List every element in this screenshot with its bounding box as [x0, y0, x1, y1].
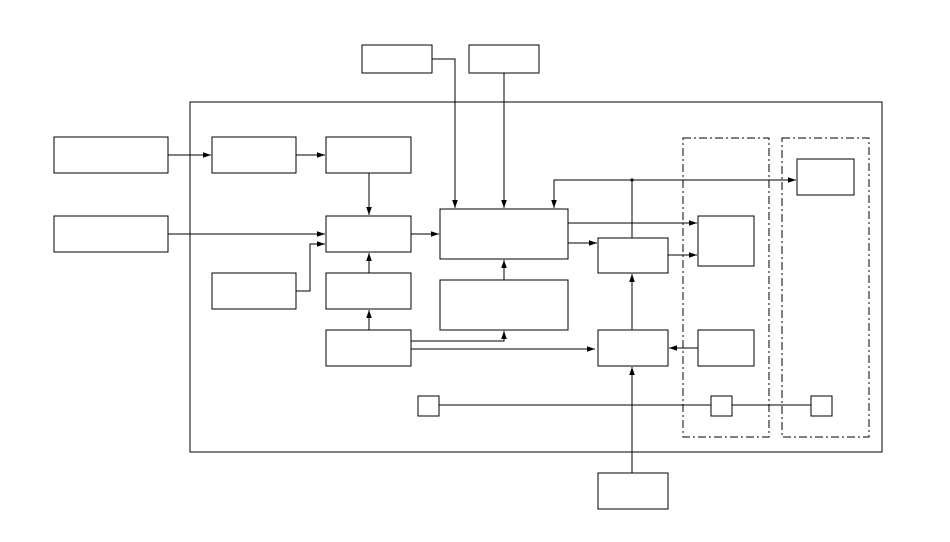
stage-block-b	[325, 136, 412, 174]
subsystem-frame-left	[682, 137, 770, 438]
output-device-block	[697, 215, 755, 267]
mid-block	[325, 272, 412, 310]
combiner-block	[325, 215, 412, 253]
junction-dot-1	[630, 178, 634, 182]
terminal-square-2	[710, 395, 733, 417]
output-driver-block	[597, 237, 669, 274]
top-input-block-1	[361, 44, 433, 74]
aux-input-block	[211, 272, 297, 310]
remote-device-block	[796, 158, 855, 196]
sensor-block	[697, 329, 755, 367]
wire-aux-to-combiner	[296, 241, 325, 292]
wire-source-to-memory	[411, 331, 507, 342]
interface-block	[597, 329, 669, 367]
wire-top1-to-processor	[432, 58, 458, 208]
terminal-square-1	[417, 395, 440, 417]
main-processor-block	[439, 208, 569, 260]
top-input-block-2	[468, 44, 540, 74]
subsystem-frame-right	[781, 137, 870, 438]
external-input-block-1	[53, 136, 169, 174]
bottom-input-block	[597, 472, 669, 510]
stage-block-a	[211, 136, 297, 174]
terminal-square-3	[810, 395, 833, 417]
external-input-block-2	[53, 215, 169, 253]
memory-block	[439, 279, 569, 331]
system-frame	[189, 101, 883, 453]
wire-driver-to-processor-feedback	[551, 179, 632, 208]
source-block	[325, 329, 412, 367]
